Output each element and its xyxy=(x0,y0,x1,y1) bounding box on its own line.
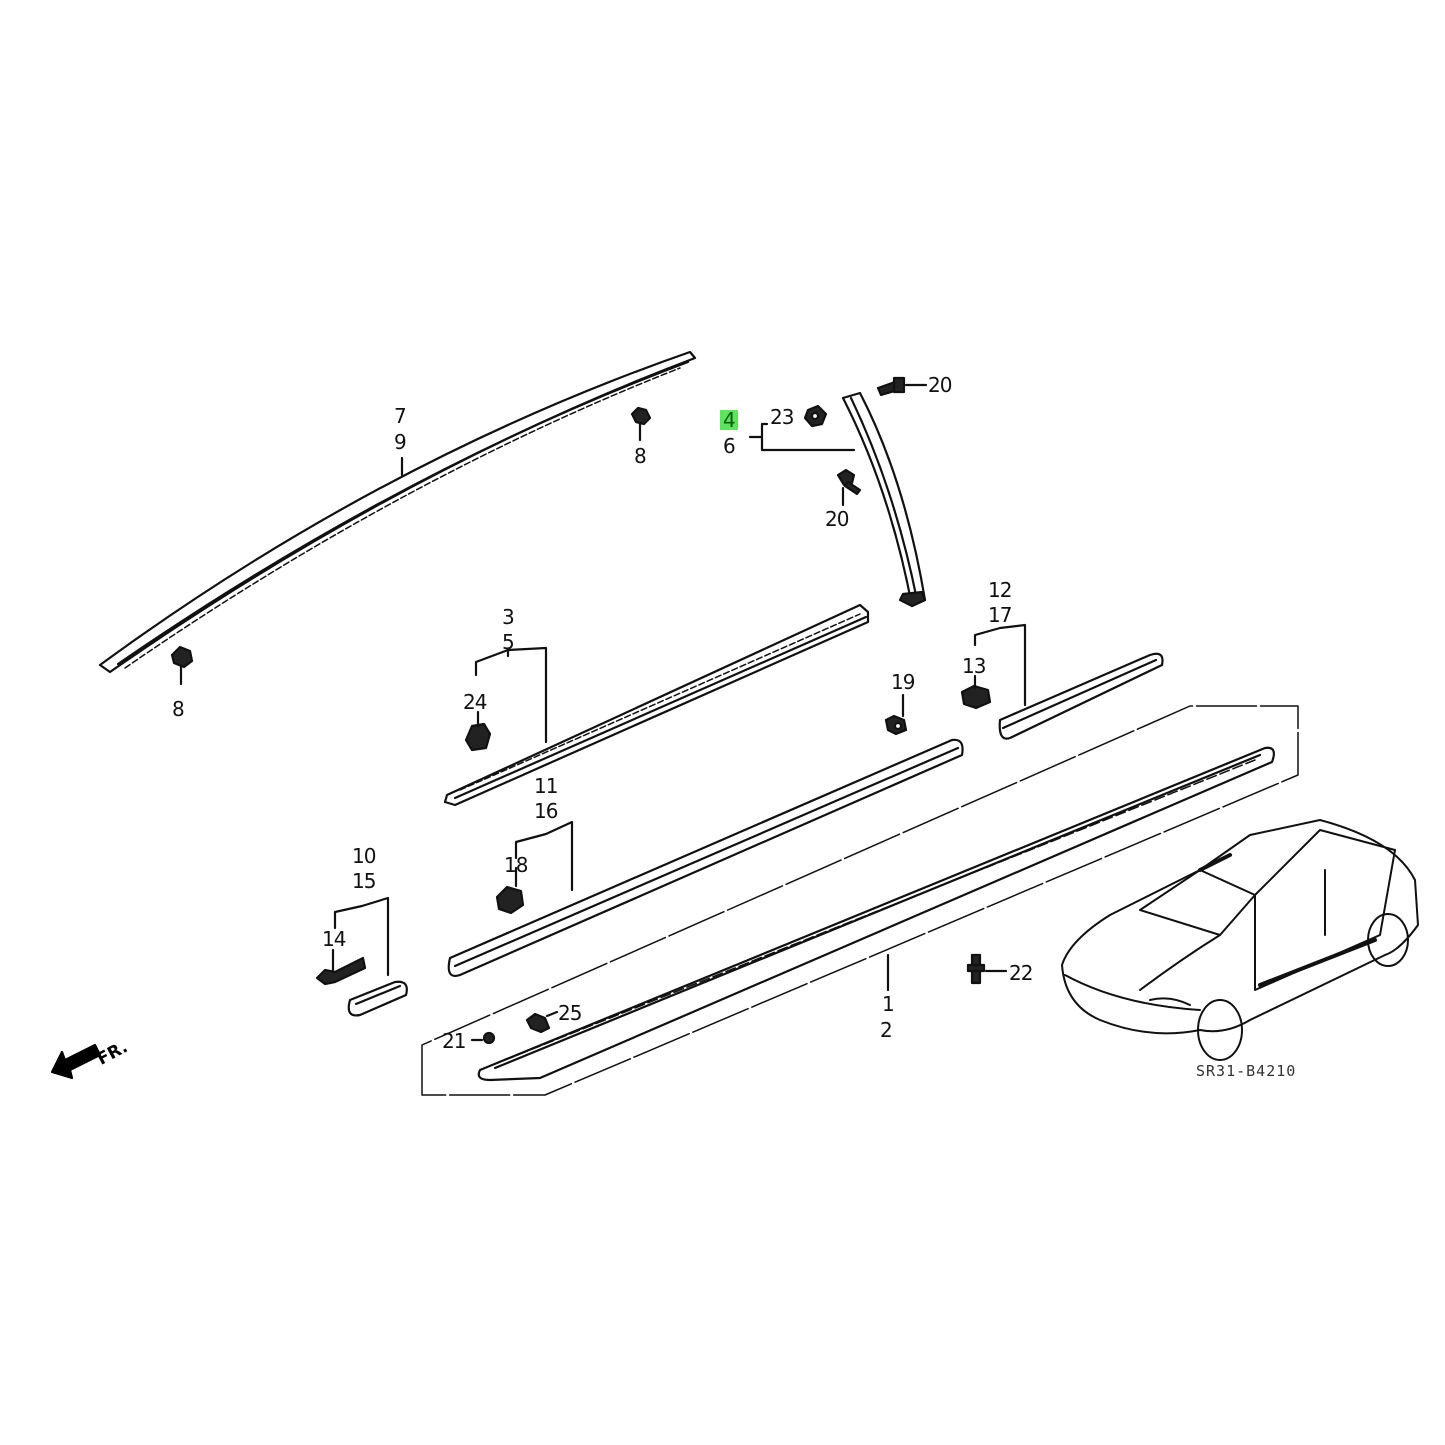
fender-protector-part[interactable] xyxy=(347,980,408,1017)
front-direction-arrow-icon xyxy=(50,1043,102,1080)
callout-20[interactable]: 20 xyxy=(928,373,952,397)
callout-24[interactable]: 24 xyxy=(463,690,487,714)
callout-15[interactable]: 15 xyxy=(352,869,376,893)
callout-5[interactable]: 5 xyxy=(502,630,515,654)
screw-icon xyxy=(876,376,928,397)
screw-icon xyxy=(966,953,1008,985)
diagram-reference-code: SR31-B4210 xyxy=(1196,1062,1297,1080)
clip-icon xyxy=(170,645,194,686)
assembly-bracket xyxy=(421,705,1299,1096)
pillar-garnish-part[interactable] xyxy=(841,391,927,608)
clip-icon xyxy=(525,1010,559,1034)
callout-19[interactable]: 19 xyxy=(891,670,915,694)
callout-10[interactable]: 10 xyxy=(352,844,376,868)
screw-icon xyxy=(836,468,862,507)
clip-icon xyxy=(960,674,992,710)
callout-21[interactable]: 21 xyxy=(442,1029,466,1053)
sill-garnish-part[interactable] xyxy=(477,746,1275,1082)
clip-icon xyxy=(495,866,525,915)
callout-18[interactable]: 18 xyxy=(504,853,528,877)
callout-1[interactable]: 1 xyxy=(882,992,895,1016)
clip-icon xyxy=(630,406,652,442)
leader-line xyxy=(474,646,548,744)
callout-2[interactable]: 2 xyxy=(880,1018,893,1042)
callout-14[interactable]: 14 xyxy=(322,927,346,951)
callout-17[interactable]: 17 xyxy=(988,603,1012,627)
callout-3[interactable]: 3 xyxy=(502,605,515,629)
callout-25[interactable]: 25 xyxy=(558,1001,582,1025)
vehicle-illustration xyxy=(1061,819,1419,1061)
leader-line xyxy=(514,820,574,892)
callout-22[interactable]: 22 xyxy=(1009,961,1033,985)
window-molding-part[interactable] xyxy=(443,603,870,807)
callout-13[interactable]: 13 xyxy=(962,654,986,678)
callout-16[interactable]: 16 xyxy=(534,799,558,823)
clip-icon xyxy=(884,693,908,736)
leader-line xyxy=(748,422,856,452)
clip-icon xyxy=(315,948,367,986)
callout-8[interactable]: 8 xyxy=(172,697,185,721)
callout-20[interactable]: 20 xyxy=(825,507,849,531)
callout-12[interactable]: 12 xyxy=(988,578,1012,602)
callout-11[interactable]: 11 xyxy=(534,774,558,798)
callout-8[interactable]: 8 xyxy=(634,444,647,468)
leader-line xyxy=(973,623,1027,707)
callout-7[interactable]: 7 xyxy=(394,404,407,428)
clip-icon xyxy=(464,710,492,752)
door-protector-part[interactable] xyxy=(447,738,964,977)
callout-4-highlighted[interactable]: 4 xyxy=(720,410,738,430)
leader-line xyxy=(333,896,390,977)
callout-23[interactable]: 23 xyxy=(770,405,794,429)
clip-icon xyxy=(470,1031,496,1045)
callout-6[interactable]: 6 xyxy=(723,434,736,458)
callout-9[interactable]: 9 xyxy=(394,430,407,454)
nut-icon xyxy=(803,404,828,428)
rear-protector-part[interactable] xyxy=(998,652,1164,740)
roof-molding-part[interactable] xyxy=(98,350,697,674)
